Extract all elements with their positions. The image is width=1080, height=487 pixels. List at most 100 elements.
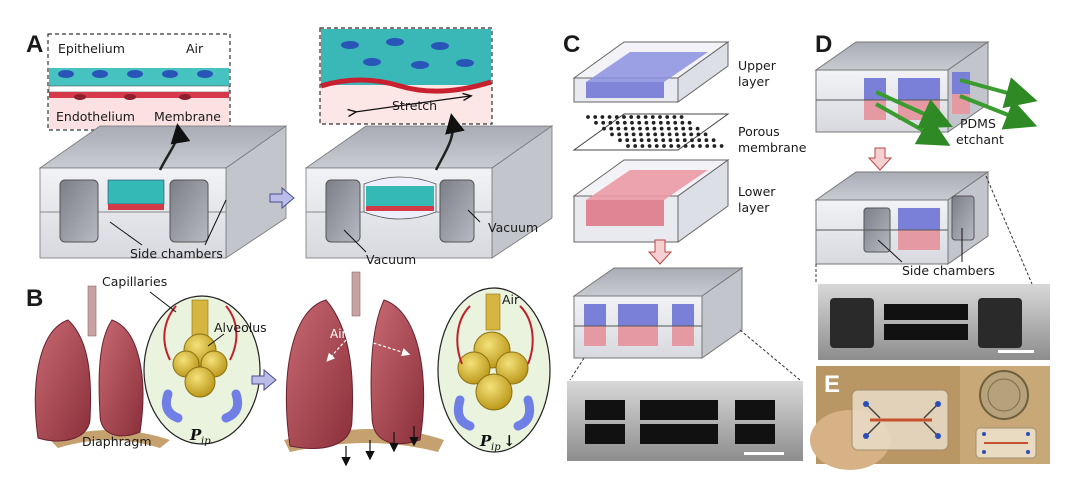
membrane-pore: [703, 132, 708, 137]
vacuum-chamber-left: [325, 179, 361, 243]
panel-d: D PDMS etchant: [814, 31, 1050, 360]
label-pip-rest: P: [189, 426, 202, 444]
label-pip-expanded-sub: ip: [491, 442, 501, 453]
label-capillaries: Capillaries: [102, 274, 167, 289]
membrane-pore: [622, 120, 627, 125]
label-air: Air: [186, 41, 204, 56]
side-chamber-right: [169, 179, 209, 243]
membrane-pore: [645, 126, 650, 131]
label-side-chambers-a: Side chambers: [130, 246, 223, 261]
membrane-pore: [623, 126, 628, 131]
membrane-pore: [618, 138, 622, 143]
membrane-pore: [688, 126, 693, 131]
photo-e-coin: [960, 366, 1050, 464]
device-d-etching: [814, 41, 1038, 146]
panel-c: C Upper layer Porous membrane Lower laye…: [563, 31, 807, 461]
membrane-pore: [673, 120, 678, 125]
label-diaphragm: Diaphragm: [82, 434, 152, 449]
membrane-pore: [600, 115, 605, 119]
membrane-pore: [679, 115, 684, 119]
label-stretch: Stretch: [392, 98, 437, 113]
membrane-pore: [653, 132, 658, 137]
membrane-pore: [687, 120, 692, 125]
panel-c-letter: C: [563, 31, 580, 58]
label-alveolus: Alveolus: [214, 320, 267, 335]
membrane-pore: [661, 138, 666, 143]
membrane-pore: [654, 138, 658, 143]
endothelium-cell-layer: [49, 92, 229, 100]
membrane-strip: [48, 85, 230, 93]
membrane-pore: [610, 132, 614, 137]
membrane-pore: [668, 138, 673, 143]
membrane-pore: [659, 126, 664, 131]
label-epithelium: Epithelium: [58, 41, 125, 56]
membrane-pore: [647, 144, 652, 148]
side-chamber-d-right: [951, 195, 975, 241]
membrane-pore: [630, 126, 635, 131]
panel-b: B Diaphragm P ip Capillaries Alveolus: [26, 271, 551, 467]
membrane-pore: [667, 132, 672, 137]
membrane-pore: [719, 144, 724, 148]
label-pip-down-arrow: ↓: [503, 432, 516, 450]
membrane-pore: [650, 115, 655, 119]
device-a-rest: Side chambers: [38, 123, 288, 261]
membrane-pore: [666, 120, 670, 125]
membrane-pore: [636, 115, 641, 119]
membrane-pore: [690, 138, 694, 143]
sem-image-c: [567, 381, 803, 461]
alveolus-oval-expanded: Air P ip ↓: [437, 287, 551, 453]
label-vacuum-left: Vacuum: [366, 252, 416, 267]
device-a-stretched: Vacuum Vacuum: [304, 113, 554, 267]
membrane-pore: [682, 138, 687, 143]
label-upper-layer-2: layer: [738, 74, 770, 89]
membrane-pore: [622, 115, 626, 119]
membrane-pore: [624, 132, 629, 137]
membrane-pore: [660, 132, 665, 137]
membrane-pore: [675, 138, 680, 143]
membrane-pore: [593, 115, 598, 119]
membrane-pore: [633, 144, 638, 148]
label-membrane: Membrane: [154, 109, 221, 124]
label-porous-2: membrane: [738, 140, 807, 155]
membrane-pore: [676, 144, 681, 148]
label-porous-1: Porous: [738, 124, 780, 139]
lungs-rest: Diaphragm: [34, 285, 170, 449]
panel-e-letter: E: [824, 371, 840, 398]
membrane-pore: [631, 132, 636, 137]
membrane-pore: [643, 115, 648, 119]
label-air-lung: Air: [330, 327, 347, 341]
label-upper-layer-1: Upper: [738, 58, 777, 73]
membrane-pore: [646, 138, 651, 143]
label-lower-layer-1: Lower: [738, 184, 776, 199]
membrane-pore: [639, 138, 644, 143]
membrane-pore: [644, 120, 649, 125]
membrane-pore: [681, 126, 686, 131]
membrane-pore: [672, 115, 677, 119]
membrane-pore: [615, 120, 620, 125]
label-pdms-1: PDMS: [960, 116, 996, 131]
lungs-expanded: Air: [284, 271, 444, 467]
label-pdms-2: etchant: [956, 132, 1004, 147]
label-air-alveolus: Air: [502, 292, 520, 307]
membrane-pore: [617, 132, 622, 137]
membrane-pore: [658, 120, 663, 125]
membrane-pore: [669, 144, 674, 148]
membrane-pore: [696, 132, 701, 137]
membrane-pore: [609, 126, 614, 131]
membrane-pore: [666, 126, 671, 131]
membrane-pore: [626, 144, 630, 148]
membrane-pore: [601, 120, 606, 125]
panel-a-inset-cells: Epithelium Air Endothelium Membrane: [47, 33, 231, 131]
arrow-b-transition: [251, 368, 277, 392]
membrane-pore: [630, 120, 634, 125]
membrane-pore: [625, 138, 630, 143]
sem-image-d: [818, 284, 1050, 360]
membrane-pore: [632, 138, 637, 143]
vacuum-chamber-right: [439, 179, 475, 243]
arrow-a-transition: [269, 186, 295, 210]
membrane-pore: [594, 120, 598, 125]
membrane-pore: [638, 132, 643, 137]
label-pip-expanded: P: [479, 432, 492, 450]
device-d-final: [814, 171, 1033, 285]
